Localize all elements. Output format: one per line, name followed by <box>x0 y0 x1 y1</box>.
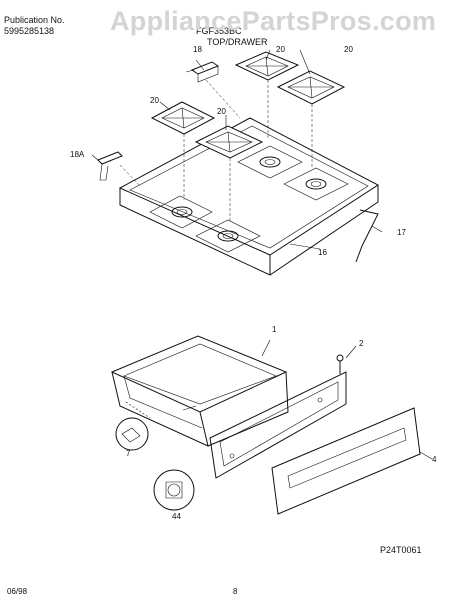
diagram-code: P24T0061 <box>380 545 422 555</box>
callout-20-c: 20 <box>150 96 159 105</box>
callout-20-b: 20 <box>344 45 353 54</box>
wire-rod-part-17 <box>355 209 379 263</box>
drawer-leader-lines <box>261 339 357 359</box>
page-number: 8 <box>233 587 238 596</box>
callout-1: 1 <box>272 325 277 334</box>
bracket-part-18A <box>91 151 123 181</box>
callout-20-d: 20 <box>217 107 226 116</box>
drawer-box-part-1 <box>110 335 289 447</box>
drawer-handle-panel-part-4 <box>271 407 433 515</box>
top-leader-lines <box>159 49 383 250</box>
callout-4: 4 <box>432 455 437 464</box>
callout-20-a: 20 <box>276 45 285 54</box>
drawer-roller-circle-part-44 <box>153 469 195 511</box>
burner-pan-rear-right <box>283 167 349 201</box>
section-title: TOP/DRAWER <box>207 37 268 47</box>
burner-pan-rear-left <box>237 145 303 179</box>
drawer-screw-part-2 <box>336 354 344 374</box>
grate-rear-left <box>234 51 300 81</box>
callout-2: 2 <box>359 339 364 348</box>
grate-front-left <box>150 101 216 135</box>
publication-label: Publication No. <box>4 15 65 25</box>
callout-17: 17 <box>397 228 406 237</box>
watermark: AppliancePartsPros.com <box>110 6 437 36</box>
burner-pan-front-right <box>195 219 261 253</box>
grate-rear-right <box>276 70 346 105</box>
model-number: FGF353BC <box>196 26 242 36</box>
drawer-glide-circle-part-7 <box>115 401 151 451</box>
callout-18A: 18A <box>70 150 85 159</box>
callout-18: 18 <box>193 45 202 54</box>
callout-16: 16 <box>318 248 327 257</box>
grate-front-right <box>194 125 264 159</box>
footer-date: 06/98 <box>7 587 28 596</box>
callout-44: 44 <box>172 512 181 521</box>
burner-pan-front-left <box>149 195 213 229</box>
callout-7: 7 <box>126 449 131 458</box>
top-dashed-lines <box>119 79 313 222</box>
publication-number: 5995285138 <box>4 26 55 36</box>
bracket-part-18 <box>185 61 220 83</box>
drawer-front-panel-part-2 <box>209 371 347 479</box>
